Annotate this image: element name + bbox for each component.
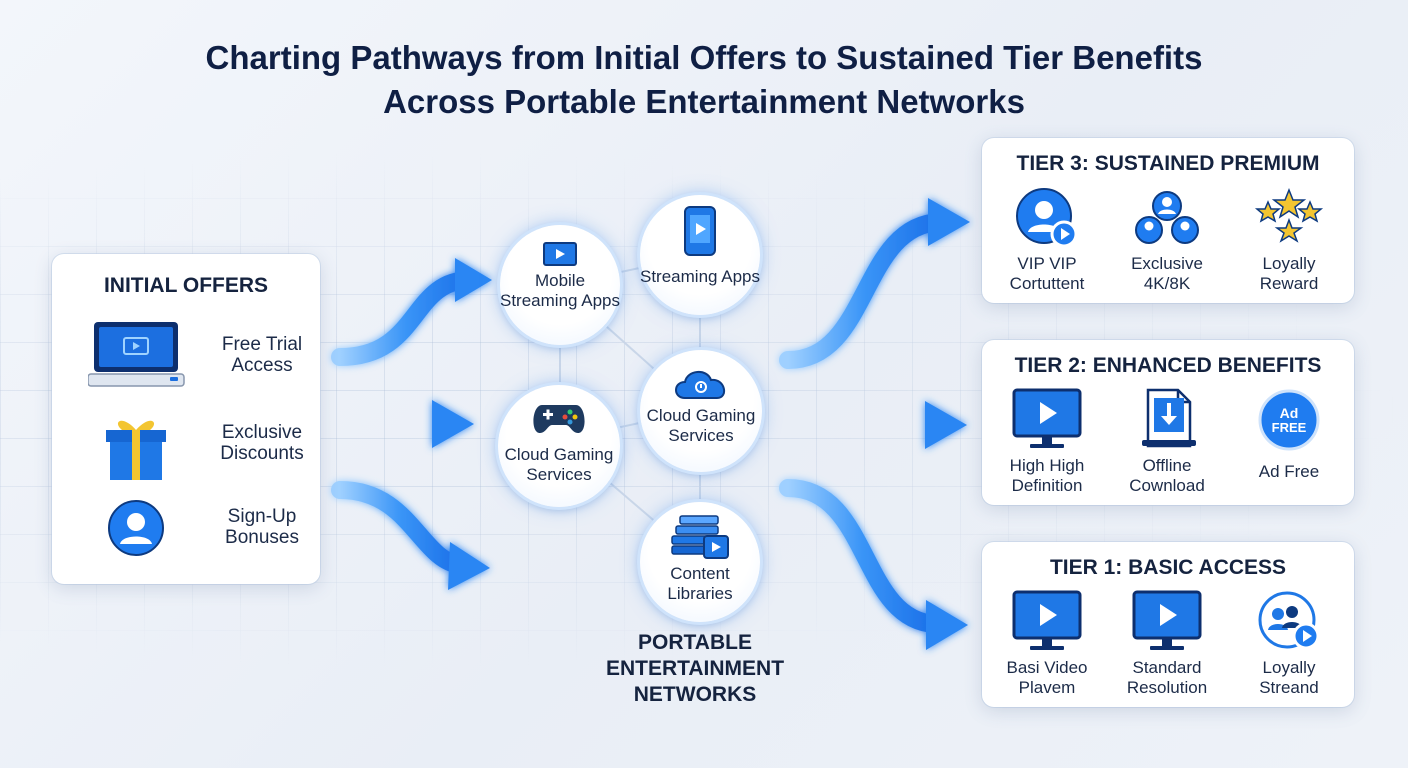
title-line-1: Charting Pathways from Initial Offers to… <box>205 39 1203 76</box>
offer-label: Exclusive Discounts <box>220 422 304 464</box>
initial-offers-card: INITIAL OFFERS Free Trial Access Exclusi… <box>52 254 320 584</box>
node-content-libraries: Content Libraries <box>640 502 760 622</box>
flow-arrow-lower-left <box>331 481 469 574</box>
tier-item-label: Standard Resolution <box>1126 658 1208 697</box>
arrowhead <box>928 198 970 246</box>
tier-1-card: TIER 1: BASIC ACCESS Basi Video Plavem S… <box>982 542 1354 707</box>
stars-icon <box>1254 187 1324 243</box>
flow-arrow-to-tier-1 <box>779 479 944 633</box>
phone-icon <box>684 206 716 256</box>
cloud-icon <box>675 371 726 399</box>
network-label-line-3: NETWORKS <box>633 683 757 706</box>
offer-label: Free Trial Access <box>221 334 303 376</box>
node-label: Cloud Gaming Services <box>504 445 614 484</box>
tier-1-item-loyalty-stream: Loyally Streand <box>1234 590 1344 698</box>
tier-2-item-offline: Offline Cownload <box>1112 388 1222 496</box>
ad-free-icon: Ad FREE <box>1258 389 1320 451</box>
tier-3-title: TIER 3: SUSTAINED PREMIUM <box>1016 152 1320 175</box>
user-icon <box>108 500 164 556</box>
tier-item-label: Loyally Streand <box>1259 658 1319 697</box>
initial-offers-title: INITIAL OFFERS <box>103 274 269 297</box>
monitor-play-icon <box>1012 590 1082 650</box>
tier-1-title: TIER 1: BASIC ACCESS <box>1049 556 1287 579</box>
flow-arrow-to-tier-3 <box>779 213 949 369</box>
arrowhead <box>432 400 474 448</box>
monitor-play-icon <box>1132 590 1202 650</box>
node-label: Streaming Apps <box>640 267 761 286</box>
offer-exclusive-discounts: Exclusive Discounts <box>52 414 320 494</box>
arrowhead <box>926 600 968 650</box>
laptop-icon <box>88 322 185 387</box>
gamepad-icon <box>533 405 585 433</box>
group-icon <box>1135 191 1199 244</box>
tier-item-label: Offline Cownload <box>1129 456 1205 495</box>
flow-arrow-upper-left <box>331 271 479 366</box>
tier-3-card: TIER 3: SUSTAINED PREMIUM VIP VIP Cortut… <box>982 138 1354 303</box>
title-line-2: Across Portable Entertainment Networks <box>383 83 1025 120</box>
offer-free-trial: Free Trial Access <box>52 320 320 400</box>
node-label: Mobile Streaming Apps <box>500 271 621 310</box>
tier-2-title: TIER 2: ENHANCED BENEFITS <box>1014 354 1322 377</box>
tier-1-item-basic-video: Basi Video Plavem <box>992 590 1102 698</box>
arrowhead <box>925 401 967 449</box>
tier-item-label: Basi Video Plavem <box>1006 658 1088 697</box>
tier-item-label: VIP VIP Cortuttent <box>1009 254 1085 293</box>
tier-1-item-standard-resolution: Standard Resolution <box>1112 590 1222 698</box>
tier-2-card: TIER 2: ENHANCED BENEFITS High High Defi… <box>982 340 1354 505</box>
tier-3-item-vip: VIP VIP Cortuttent <box>992 186 1102 294</box>
arrowhead <box>455 258 492 302</box>
vip-user-icon <box>1016 188 1078 248</box>
tier-item-label: Loyally Reward <box>1259 254 1319 293</box>
tier-2-item-hd: High High Definition <box>992 388 1102 496</box>
tier-3-item-exclusive: Exclusive 4K/8K <box>1112 186 1222 294</box>
monitor-play-icon <box>1012 388 1082 448</box>
gift-icon <box>106 420 166 480</box>
node-cloud-gaming-services-left: Cloud Gaming Services <box>498 385 620 507</box>
tier-item-label: Ad Free <box>1258 462 1320 481</box>
diagram-title: Charting Pathways from Initial Offers to… <box>0 36 1408 124</box>
library-icon <box>671 515 729 559</box>
network-label: PORTABLE ENTERTAINMENT NETWORKS <box>560 630 830 708</box>
ad-free-badge-line-1: Ad <box>1280 405 1299 421</box>
download-icon <box>1142 388 1196 448</box>
node-mobile-streaming-apps: Mobile Streaming Apps <box>500 225 620 345</box>
tier-2-item-ad-free: Ad FREE Ad Free <box>1234 388 1344 482</box>
node-streaming-apps: Streaming Apps <box>640 195 760 315</box>
tier-3-item-loyalty: Loyally Reward <box>1234 186 1344 294</box>
arrowhead <box>448 542 490 590</box>
offer-sign-up-bonuses: Sign-Up Bonuses <box>52 498 320 578</box>
community-icon <box>1258 591 1320 650</box>
ad-free-badge-line-2: FREE <box>1272 420 1307 435</box>
node-label: Content Libraries <box>667 564 733 603</box>
network-label-line-2: ENTERTAINMENT <box>605 657 785 680</box>
offer-label: Sign-Up Bonuses <box>225 506 299 548</box>
tier-item-label: Exclusive 4K/8K <box>1131 254 1203 293</box>
tier-item-label: High High Definition <box>1009 456 1085 495</box>
video-icon <box>543 242 577 266</box>
node-label: Cloud Gaming Services <box>646 406 756 445</box>
network-label-line-1: PORTABLE <box>638 631 752 654</box>
node-cloud-gaming-services-right: Cloud Gaming Services <box>640 350 762 472</box>
